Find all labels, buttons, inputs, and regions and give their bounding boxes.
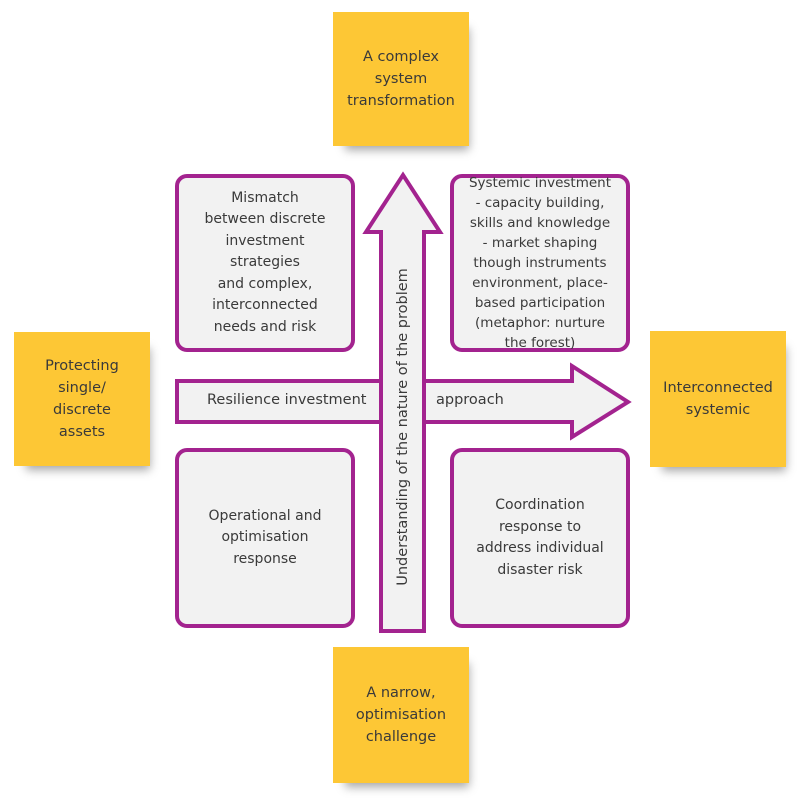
- horizontal-arrow-label-right: approach: [436, 392, 504, 408]
- axis-note-top: A complex system transformation: [333, 12, 469, 146]
- horizontal-arrow-label-left: Resilience investment: [207, 392, 367, 408]
- quadrant-bottom-right: Coordination response to address individ…: [450, 448, 630, 628]
- axis-note-right: Interconnected systemic: [650, 331, 786, 467]
- axis-note-left: Protecting single/ discrete assets: [14, 332, 150, 466]
- vertical-arrow-label: Understanding of the nature of the probl…: [395, 268, 411, 586]
- vertical-arrow: [362, 171, 444, 633]
- quadrant-top-right: Systemic investment - capacity building,…: [450, 174, 630, 352]
- quadrant-bottom-left: Operational and optimisation response: [175, 448, 355, 628]
- quadrant-top-left: Mismatch between discrete investment str…: [175, 174, 355, 352]
- axis-note-bottom: A narrow, optimisation challenge: [333, 647, 469, 783]
